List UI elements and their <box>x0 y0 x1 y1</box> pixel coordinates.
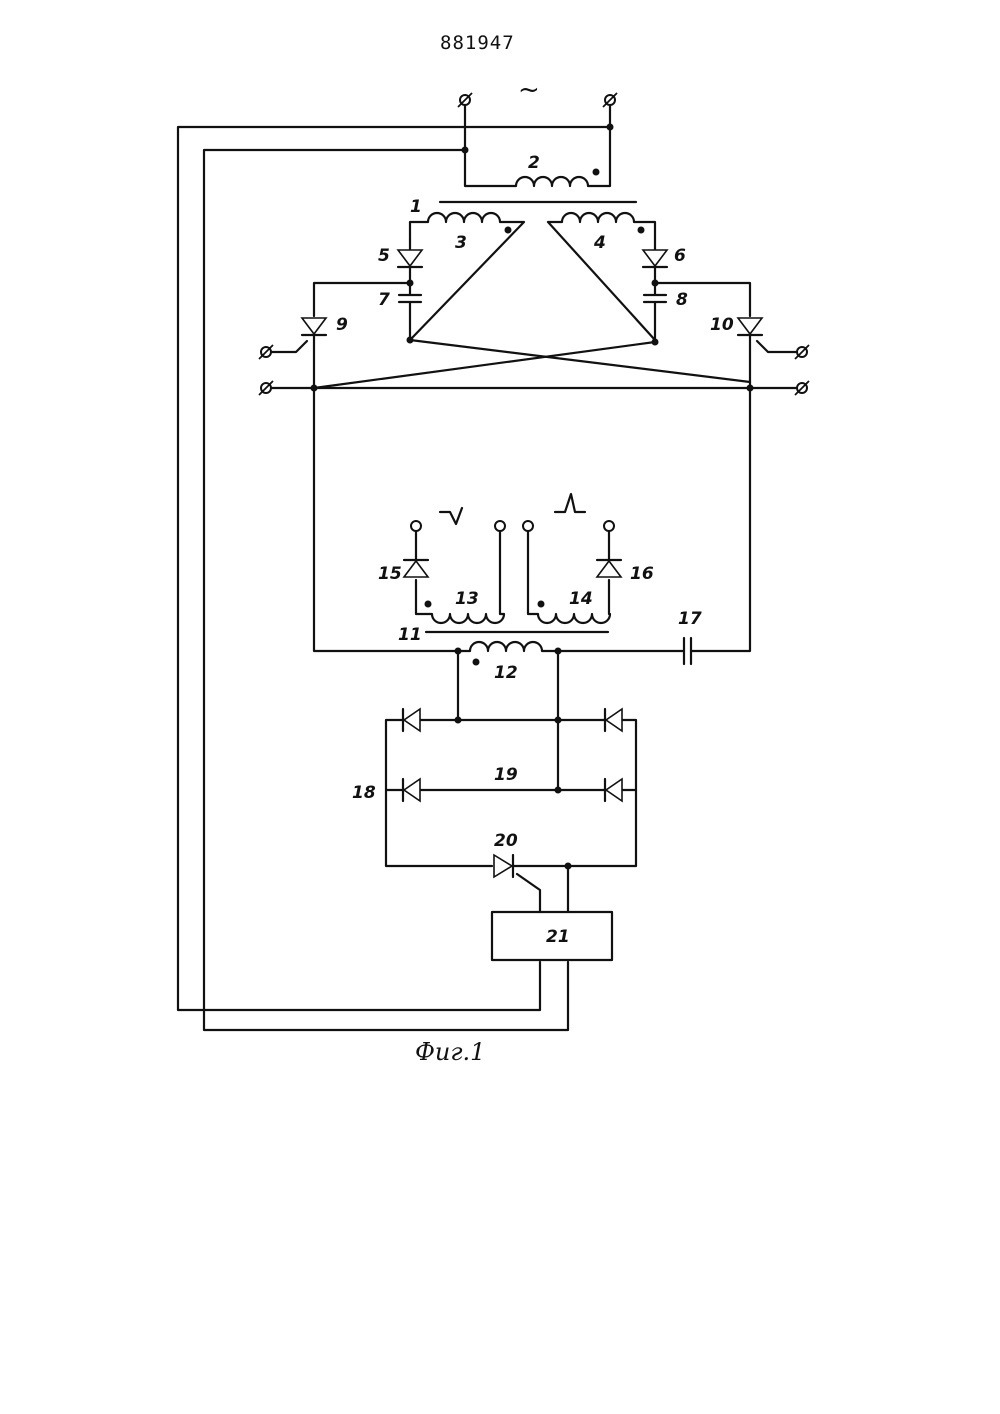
junction-dot <box>555 717 562 724</box>
ac-symbol: ~ <box>518 75 540 105</box>
feed-line-outer <box>178 105 610 1010</box>
label-9: 9 <box>336 315 348 335</box>
thyristor-10 <box>738 318 796 388</box>
polarity-dot <box>473 659 480 666</box>
label-4: 4 <box>593 233 606 253</box>
capacitor-17 <box>558 638 691 664</box>
label-13: 13 <box>455 589 479 609</box>
label-8: 8 <box>676 290 688 310</box>
label-11: 11 <box>398 625 422 645</box>
pulse-negative-symbol <box>440 508 462 524</box>
label-2: 2 <box>528 153 540 173</box>
wire-10-top <box>655 283 750 316</box>
output-terminal-13a <box>411 521 421 531</box>
figure-caption: Фиг.1 <box>415 1038 485 1066</box>
bridge-diode-bottom-right <box>605 779 622 801</box>
diode-15 <box>404 530 428 577</box>
label-15: 15 <box>378 564 402 584</box>
output-terminal-13b <box>495 521 505 531</box>
polarity-dot <box>593 169 600 176</box>
label-1: 1 <box>410 197 422 217</box>
label-10: 10 <box>710 315 734 335</box>
gate-terminal-right <box>795 345 809 359</box>
label-16: 16 <box>630 564 654 584</box>
bridge-diode-top-left <box>403 709 420 731</box>
label-3: 3 <box>455 233 467 253</box>
diode-16 <box>597 530 621 577</box>
thyristor-9 <box>270 318 326 388</box>
polarity-dot <box>538 601 545 608</box>
bridge-diode-bottom-left <box>403 779 420 801</box>
label-18: 18 <box>352 783 376 803</box>
capacitor-8 <box>644 295 666 342</box>
output-terminal-14b <box>604 521 614 531</box>
wire-left-down <box>314 388 458 651</box>
output-terminal-right <box>795 381 809 395</box>
junction-dot <box>455 717 462 724</box>
label-12: 12 <box>494 663 518 683</box>
label-20: 20 <box>494 831 518 851</box>
label-6: 6 <box>674 246 686 266</box>
cross-wire-a <box>410 340 750 382</box>
label-21: 21 <box>546 927 570 947</box>
polarity-dot <box>425 601 432 608</box>
polarity-dot <box>505 227 512 234</box>
junction-dot <box>565 863 572 870</box>
label-5: 5 <box>378 246 390 266</box>
output-terminal-14a <box>523 521 533 531</box>
wire-9-top <box>314 283 410 316</box>
label-7: 7 <box>378 290 390 310</box>
label-19: 19 <box>494 765 518 785</box>
label-17: 17 <box>678 609 702 629</box>
pulse-positive-symbol <box>555 494 585 512</box>
gate-terminal-left <box>259 345 273 359</box>
junction-dot <box>555 787 562 794</box>
winding-12 <box>458 642 558 651</box>
winding-13 <box>416 530 504 623</box>
label-14: 14 <box>569 589 593 609</box>
polarity-dot <box>638 227 645 234</box>
output-terminal-left <box>259 381 273 395</box>
bridge-diode-top-right <box>605 709 622 731</box>
thyristor-20 <box>494 855 568 912</box>
